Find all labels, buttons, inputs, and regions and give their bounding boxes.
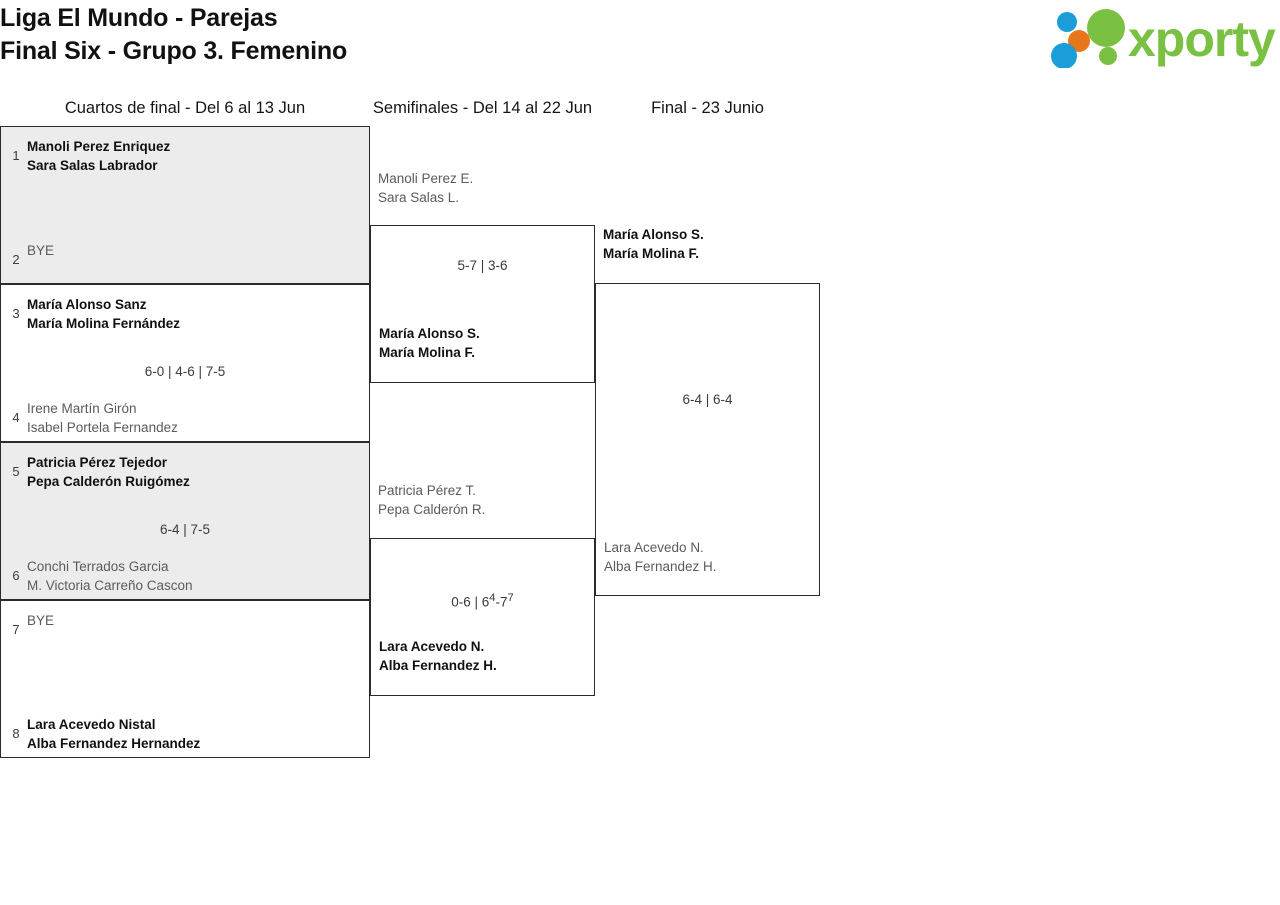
match-score: 6-4 | 7-5 bbox=[159, 522, 211, 537]
team-name: Manoli Perez Enriquez Sara Salas Labrado… bbox=[27, 139, 171, 173]
score-tiebreak-2: 7 bbox=[507, 591, 514, 604]
xporty-logo[interactable]: xporty bbox=[1048, 6, 1278, 68]
logo-dot-green-large bbox=[1087, 9, 1125, 47]
seed-number: 6 bbox=[12, 568, 20, 583]
logo-dot-orange bbox=[1068, 30, 1090, 52]
match-semifinal-2[interactable]: Lara Acevedo N. Alba Fernandez H. bbox=[370, 538, 595, 696]
logo-dot-green-small bbox=[1099, 47, 1117, 65]
team-name: Irene Martín Girón Isabel Portela Fernan… bbox=[27, 401, 178, 435]
team-name: Lara Acevedo N. Alba Fernandez H. bbox=[379, 639, 497, 673]
match-semifinal-1[interactable]: María Alonso S. María Molina F. bbox=[370, 225, 595, 383]
team-name: María Alonso Sanz María Molina Fernández bbox=[27, 297, 181, 331]
seed-number: 2 bbox=[12, 252, 20, 267]
team-name: BYE bbox=[27, 243, 55, 258]
match-quarterfinal-3[interactable]: 5 Patricia Pérez Tejedor Pepa Calderón R… bbox=[0, 442, 370, 600]
team-name: Patricia Pérez T. Pepa Calderón R. bbox=[378, 483, 486, 517]
team-name: Patricia Pérez Tejedor Pepa Calderón Rui… bbox=[27, 455, 190, 489]
seed-number: 3 bbox=[12, 306, 20, 321]
team-name: María Alonso S. María Molina F. bbox=[603, 227, 704, 261]
seed-number: 7 bbox=[12, 622, 20, 637]
seed-number: 5 bbox=[12, 464, 20, 479]
round-header-final: Final - 23 Junio bbox=[651, 99, 764, 117]
score-set2: -7 bbox=[495, 594, 508, 609]
team-name: Lara Acevedo N. Alba Fernandez H. bbox=[604, 540, 717, 574]
round-header-quarterfinals: Cuartos de final - Del 6 al 13 Jun bbox=[64, 99, 306, 117]
match-quarterfinal-2[interactable]: 3 María Alonso Sanz María Molina Fernánd… bbox=[0, 284, 370, 442]
team-name: María Alonso S. María Molina F. bbox=[379, 326, 480, 360]
seed-number: 8 bbox=[12, 726, 20, 741]
match-quarterfinal-4[interactable]: 7 BYE 8 Lara Acevedo Nistal Alba Fernand… bbox=[0, 600, 370, 758]
seed-number: 1 bbox=[12, 148, 20, 163]
match-score: 0-6 | 64-77 bbox=[370, 570, 595, 612]
team-name: Manoli Perez E. Sara Salas L. bbox=[378, 171, 474, 205]
team-name: Conchi Terrados Garcia M. Victoria Carre… bbox=[27, 559, 193, 593]
team-name: BYE bbox=[27, 613, 55, 628]
match-score: 6-4 | 6-4 bbox=[682, 392, 733, 407]
match-quarterfinal-1[interactable]: 1 Manoli Perez Enriquez Sara Salas Labra… bbox=[0, 126, 370, 284]
team-name: Lara Acevedo Nistal Alba Fernandez Herna… bbox=[27, 717, 201, 751]
match-score: 5-7 | 3-6 bbox=[457, 258, 508, 273]
round-header-semifinals: Semifinales - Del 14 al 22 Jun bbox=[372, 99, 593, 117]
seed-number: 4 bbox=[12, 410, 20, 425]
match-final[interactable]: Lara Acevedo N. Alba Fernandez H. bbox=[595, 283, 820, 596]
match-score: 6-0 | 4-6 | 7-5 bbox=[144, 364, 226, 379]
logo-wordmark: xporty bbox=[1128, 11, 1276, 67]
logo-dot-blue-bottom bbox=[1051, 43, 1077, 68]
score-set1: 0-6 | 6 bbox=[451, 594, 490, 609]
logo-dot-blue-top bbox=[1057, 12, 1077, 32]
tournament-header: Liga El Mundo - Parejas Final Six - Grup… bbox=[0, 0, 1280, 90]
score-tiebreak-1: 4 bbox=[489, 591, 496, 604]
page-title: Liga El Mundo - Parejas Final Six - Grup… bbox=[0, 4, 348, 65]
